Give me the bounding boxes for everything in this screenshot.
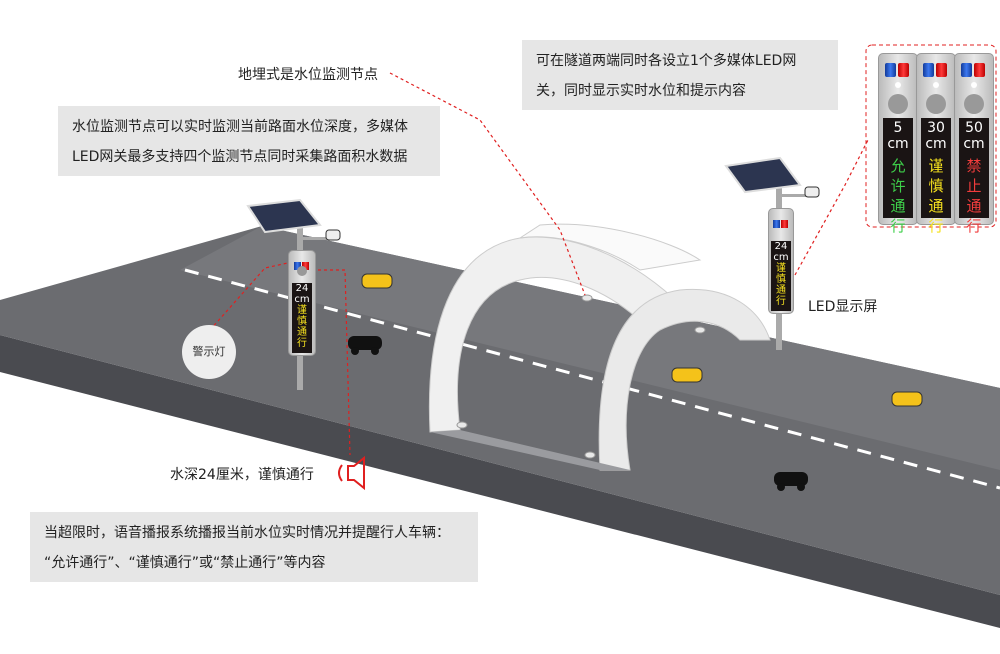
voice-message: 水深24厘米，谨慎通行 — [170, 467, 314, 483]
led-screen-label: LED显示屏 — [808, 299, 878, 315]
char: 允 — [890, 157, 906, 175]
text-line: 可在隧道两端同时各设立1个多媒体LED网 — [536, 53, 797, 69]
unit: cm — [925, 136, 947, 152]
buried-node-label: 地埋式是水位监测节点 — [238, 67, 378, 83]
char: 行 — [297, 338, 307, 349]
char: 许 — [890, 177, 906, 195]
car-icon — [774, 472, 808, 491]
char: 通 — [928, 197, 944, 215]
taxi-icon — [891, 391, 923, 407]
text-line: “允许通行”、“谨慎通行”或“禁止通行”等内容 — [44, 555, 326, 571]
gateway-description-box: 可在隧道两端同时各设立1个多媒体LED网 关，同时显示实时水位和提示内容 — [522, 40, 838, 110]
voice-description-box: 当超限时，语音播报系统播报当前水位实时情况并提醒行人车辆： “允许通行”、“谨慎… — [30, 512, 478, 582]
char: 行 — [776, 296, 786, 307]
char: 禁 — [966, 157, 982, 175]
right-led-sign: 24 cm 谨慎通行 — [768, 208, 794, 314]
char: 谨 — [928, 157, 944, 175]
text-line: 当超限时，语音播报系统播报当前水位实时情况并提醒行人车辆： — [44, 525, 450, 541]
char: 行 — [890, 217, 906, 235]
tunnel — [428, 223, 771, 471]
char: 通 — [297, 327, 307, 338]
road-side — [0, 335, 1000, 628]
warning-light-label: 警示灯 — [182, 325, 236, 379]
unit: cm — [294, 294, 310, 305]
char: 谨 — [776, 263, 786, 274]
char: 止 — [966, 177, 982, 195]
value: 50 — [965, 120, 983, 136]
char: 通 — [890, 197, 906, 215]
water-depth-value: 24 — [295, 283, 309, 294]
unit: cm — [963, 136, 985, 152]
char: 慎 — [776, 274, 786, 285]
water-sensor-nodes — [456, 294, 706, 459]
char: 行 — [966, 217, 982, 235]
char: 慎 — [297, 316, 307, 327]
legend-frame — [865, 44, 997, 228]
text-line: LED网关最多支持四个监测节点同时采集路面积水数据 — [72, 149, 408, 165]
pole-led-sign: 24 cm 谨慎通行 — [288, 250, 316, 356]
taxi-icon — [671, 367, 703, 383]
callout-lines — [209, 72, 869, 456]
water-depth-value: 24 — [774, 241, 788, 252]
taxi-icon — [361, 273, 393, 289]
text-line: 关，同时显示实时水位和提示内容 — [536, 83, 746, 99]
char: 行 — [928, 217, 944, 235]
car-icon — [348, 336, 382, 355]
value: 30 — [927, 120, 945, 136]
unit: cm — [773, 252, 789, 263]
char: 慎 — [928, 177, 944, 195]
speaker-icon — [338, 455, 365, 491]
road-surface — [0, 226, 1000, 595]
text-line: 水位监测节点可以实时监测当前路面水位深度，多媒体 — [72, 119, 408, 135]
lane-divider — [184, 268, 1000, 490]
value: 5 — [893, 120, 903, 136]
char: 通 — [776, 285, 786, 296]
unit: cm — [887, 136, 909, 152]
node-description-box: 水位监测节点可以实时监测当前路面水位深度，多媒体 LED网关最多支持四个监测节点… — [58, 106, 440, 176]
char: 谨 — [297, 305, 307, 316]
char: 通 — [966, 197, 982, 215]
